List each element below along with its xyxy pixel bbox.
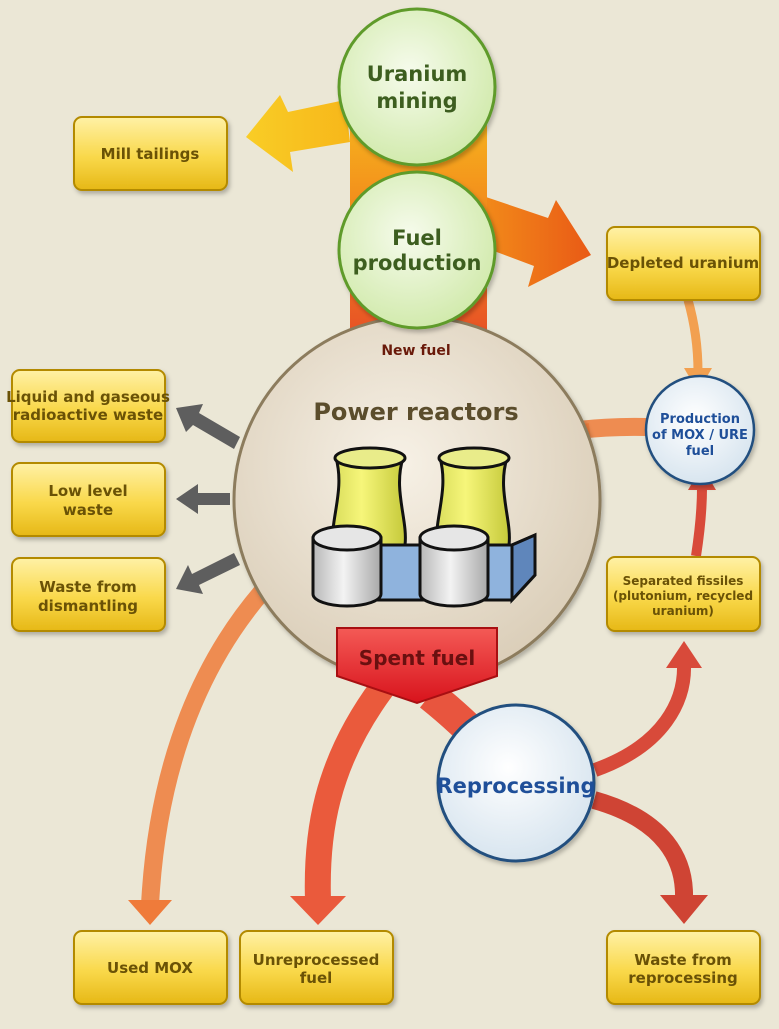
low-level-waste-arrow bbox=[176, 484, 230, 514]
unreprocessed-fuel-flow bbox=[304, 680, 393, 901]
reprocessing-waste-label-line2: reprocessing bbox=[628, 969, 738, 987]
dismantling-waste-arrow bbox=[176, 553, 240, 594]
fissiles-to-mox-flow bbox=[691, 487, 707, 557]
reprocessing-waste-box: Waste from reprocessing bbox=[606, 930, 761, 1005]
used-mox-box: Used MOX bbox=[73, 930, 228, 1005]
reprocessing-to-fissiles-arrowhead bbox=[666, 641, 702, 668]
depleted-to-mox-arrow bbox=[683, 298, 703, 373]
unreprocessed-label-line2: fuel bbox=[300, 969, 333, 987]
used-mox-label: Used MOX bbox=[107, 959, 193, 977]
uranium-mining-node: Uranium mining bbox=[337, 7, 497, 167]
reprocessing-to-waste-arrowhead bbox=[660, 895, 708, 924]
liquid-waste-arrow bbox=[176, 404, 240, 449]
reactor-waste-arrows bbox=[176, 404, 240, 594]
spent-fuel-label: Spent fuel bbox=[359, 646, 475, 670]
fuel-production-node: Fuel production bbox=[337, 170, 497, 330]
uranium-mining-label-line1: Uranium bbox=[367, 62, 468, 86]
reprocessing-label: Reprocessing bbox=[436, 774, 595, 798]
uranium-mining-label-line2: mining bbox=[376, 89, 457, 113]
used-mox-arrowhead bbox=[128, 900, 172, 925]
unreprocessed-fuel-arrowhead bbox=[290, 896, 346, 925]
reprocessing-node: Reprocessing bbox=[436, 703, 596, 863]
separated-fissiles-label-line2: (plutonium, recycled bbox=[613, 589, 753, 603]
separated-fissiles-label-line1: Separated fissiles bbox=[623, 574, 744, 588]
separated-fissiles-label-line3: uranium) bbox=[652, 604, 714, 618]
unreprocessed-label-line1: Unreprocessed bbox=[253, 951, 380, 969]
low-level-label-line2: waste bbox=[63, 501, 113, 519]
depleted-uranium-box: Depleted uranium bbox=[606, 226, 761, 301]
mox-production-label-line1: Production bbox=[660, 412, 740, 427]
reprocessing-waste-label-line1: Waste from bbox=[634, 951, 732, 969]
mill-tailings-arrow bbox=[246, 95, 350, 172]
mox-production-label-line3: fuel bbox=[686, 444, 714, 459]
mill-tailings-label: Mill tailings bbox=[101, 145, 200, 163]
fuel-production-label-line2: production bbox=[353, 251, 482, 275]
reprocessing-to-fissiles-flow bbox=[592, 664, 692, 777]
new-fuel-label: New fuel bbox=[381, 343, 450, 359]
fuel-production-label-line1: Fuel bbox=[392, 226, 442, 250]
dismantling-waste-box: Waste from dismantling bbox=[11, 557, 166, 632]
mill-tailings-box: Mill tailings bbox=[73, 116, 228, 191]
mox-production-label-line2: of MOX / URE bbox=[652, 428, 748, 443]
low-level-label-line1: Low level bbox=[48, 482, 127, 500]
nuclear-plant-icon bbox=[311, 446, 537, 608]
low-level-waste-box: Low level waste bbox=[11, 462, 166, 537]
depleted-uranium-arrow bbox=[470, 195, 591, 287]
output-boxes: Mill tailings Depleted uranium Liquid an… bbox=[6, 116, 761, 1005]
power-reactors-node: Power reactors bbox=[232, 315, 602, 685]
liquid-gaseous-waste-box: Liquid and gaseous radioactive waste bbox=[6, 369, 170, 443]
depleted-uranium-label: Depleted uranium bbox=[607, 254, 759, 272]
reprocessing-to-waste-flow bbox=[591, 791, 694, 899]
separated-fissiles-box: Separated fissiles (plutonium, recycled … bbox=[606, 556, 761, 632]
mox-production-node: Production of MOX / URE fuel bbox=[644, 374, 756, 486]
power-reactors-label: Power reactors bbox=[313, 398, 518, 426]
dismantling-label-line1: Waste from bbox=[39, 578, 137, 596]
liquid-gaseous-label-line1: Liquid and gaseous bbox=[6, 388, 170, 406]
dismantling-label-line2: dismantling bbox=[38, 597, 138, 615]
spent-fuel-ribbon: Spent fuel bbox=[336, 627, 498, 705]
liquid-gaseous-label-line2: radioactive waste bbox=[13, 406, 163, 424]
unreprocessed-fuel-box: Unreprocessed fuel bbox=[239, 930, 394, 1005]
